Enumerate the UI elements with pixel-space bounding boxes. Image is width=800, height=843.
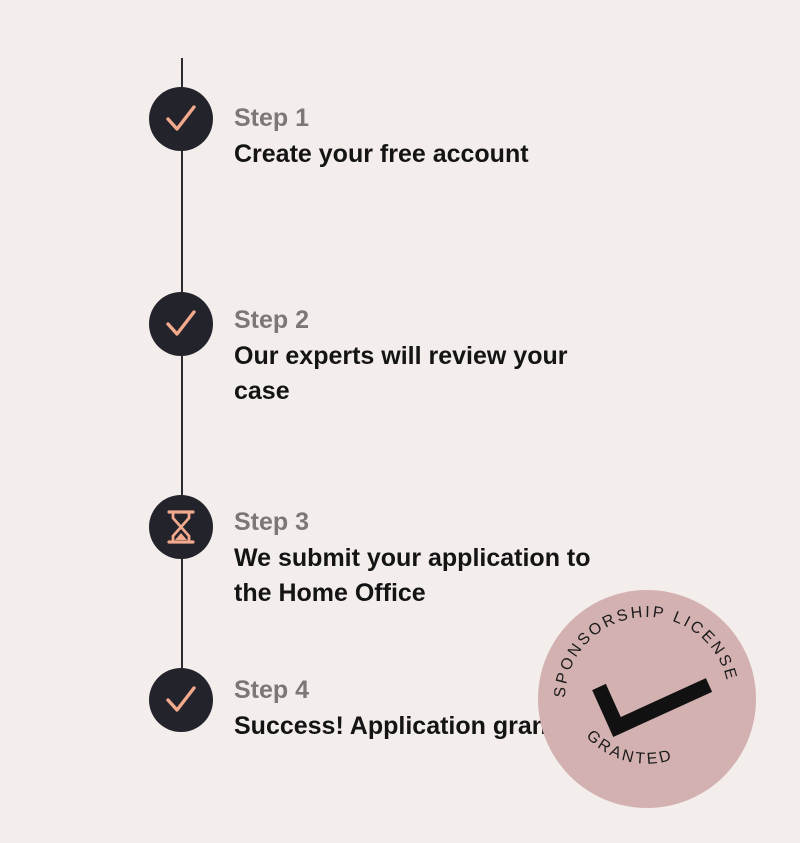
step-3: Step 3 We submit your application to the…	[234, 507, 614, 611]
step-title: We submit your application to the Home O…	[234, 544, 591, 607]
step-2: Step 2 Our experts will review your case	[234, 305, 614, 409]
sponsorship-license-stamp: SPONSORSHIP LICENSE GRANTED	[537, 589, 757, 809]
step-3-status	[149, 495, 213, 559]
step-1-status	[149, 87, 213, 151]
step-4-status	[149, 668, 213, 732]
step-title: Our experts will review your case	[234, 342, 568, 405]
step-label: Step 3	[234, 508, 310, 536]
hourglass-icon	[167, 510, 195, 544]
check-icon	[166, 105, 196, 131]
check-icon	[166, 686, 196, 712]
check-icon	[592, 678, 713, 737]
step-2-status	[149, 292, 213, 356]
timeline-line	[181, 58, 183, 698]
step-label: Step 4	[234, 676, 310, 704]
step-title: Success! Application granted	[234, 712, 585, 740]
check-icon	[166, 310, 196, 336]
step-1: Step 1 Create your free account	[234, 103, 614, 172]
step-label: Step 1	[234, 104, 310, 132]
step-title: Create your free account	[234, 140, 529, 168]
stamp-circle	[538, 590, 756, 808]
step-label: Step 2	[234, 306, 310, 334]
step-4: Step 4 Success! Application granted	[234, 675, 614, 744]
